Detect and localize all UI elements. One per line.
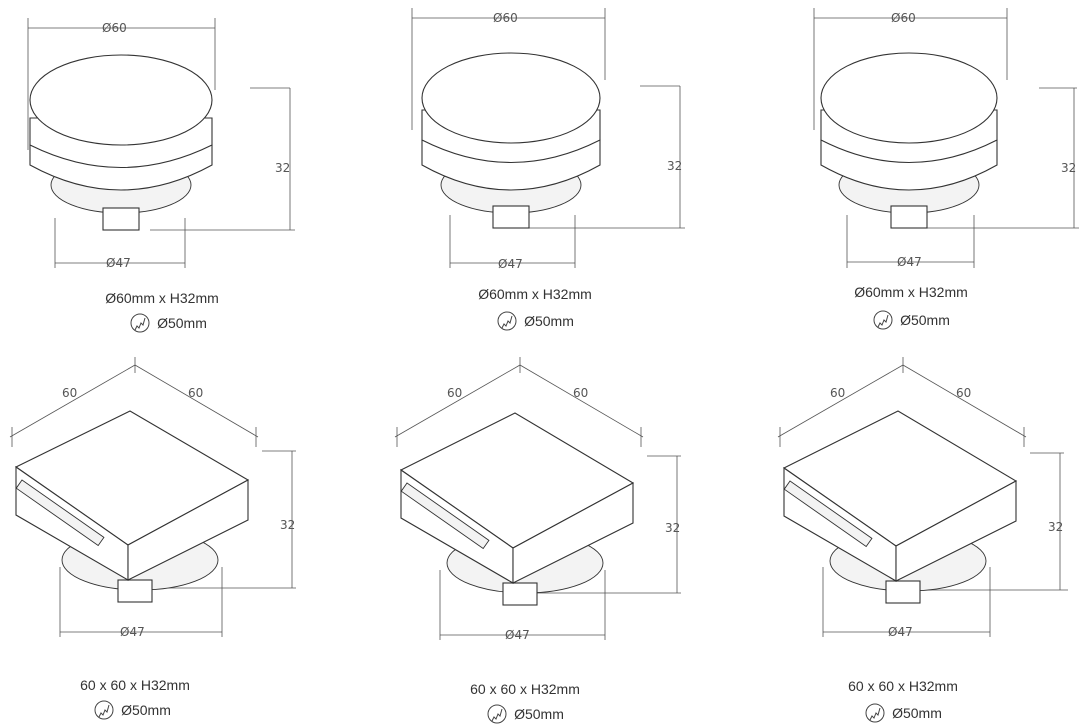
dim-bottom-diameter: Ø47 [888, 625, 913, 639]
dim-bottom-diameter: Ø47 [498, 257, 523, 271]
product-caption: 60 x 60 x H32mm [848, 678, 958, 694]
cutout-size: Ø50mm [0, 699, 312, 721]
cutout-label: Ø50mm [121, 702, 171, 718]
dim-width-right: 60 [188, 386, 203, 400]
dim-bottom-diameter: Ø47 [897, 255, 922, 269]
square-product-1: 60 60 32 Ø47 60 x 60 x H32mm Ø50mm [0, 355, 360, 720]
cutout-label: Ø50mm [514, 706, 564, 722]
dim-width-left: 60 [830, 386, 845, 400]
dim-bottom-diameter: Ø47 [505, 628, 530, 642]
dim-top-diameter: Ø60 [493, 11, 518, 25]
product-caption: Ø60mm x H32mm [854, 284, 968, 300]
product-caption: 60 x 60 x H32mm [470, 681, 580, 697]
hole-saw-icon [94, 700, 114, 720]
round-light-drawing: Ø60 32 Ø47 [411, 8, 685, 271]
dim-height: 32 [1061, 161, 1076, 175]
cutout-label: Ø50mm [524, 313, 574, 329]
square-product-3: 60 60 32 Ø47 60 x 60 x H32mm Ø50mm [768, 355, 1079, 723]
cutout-size: Ø50mm [0, 312, 348, 334]
round-product-1: Ø60 32 Ø47 Ø60mm x H32mm Ø50mm [0, 0, 360, 362]
round-light-drawing: Ø60 32 Ø47 [813, 8, 1079, 269]
dim-height: 32 [275, 161, 290, 175]
round-product-2: Ø60 32 Ø47 Ø60mm x H32mm Ø50mm [360, 0, 720, 362]
dim-height: 32 [665, 521, 680, 535]
square-light-drawing: 60 60 32 Ø47 [777, 357, 1068, 639]
round-product-3: Ø60 32 Ø47 Ø60mm x H32mm Ø50mm [719, 0, 1079, 362]
hole-saw-icon [873, 310, 893, 330]
dim-width-right: 60 [573, 386, 588, 400]
hole-saw-icon [865, 703, 885, 723]
cutout-label: Ø50mm [900, 312, 950, 328]
dim-bottom-diameter: Ø47 [120, 625, 145, 639]
hole-saw-icon [130, 313, 150, 333]
dim-width-right: 60 [956, 386, 971, 400]
cutout-size: Ø50mm [345, 703, 705, 725]
dim-height: 32 [280, 518, 295, 532]
cutout-size: Ø50mm [355, 310, 715, 332]
dim-top-diameter: Ø60 [891, 11, 916, 25]
square-light-drawing: 60 60 32 Ø47 [394, 357, 681, 642]
product-caption: 60 x 60 x H32mm [80, 677, 190, 693]
square-product-2: 60 60 32 Ø47 60 x 60 x H32mm Ø50mm [385, 355, 745, 724]
cutout-size: Ø50mm [731, 309, 1079, 331]
dim-bottom-diameter: Ø47 [106, 256, 131, 270]
dim-height: 32 [1048, 520, 1063, 534]
cutout-size: Ø50mm [723, 702, 1079, 724]
dim-width-left: 60 [62, 386, 77, 400]
cutout-label: Ø50mm [892, 705, 942, 721]
product-caption: Ø60mm x H32mm [105, 290, 219, 306]
hole-saw-icon [497, 311, 517, 331]
dim-top-diameter: Ø60 [102, 21, 127, 35]
dim-width-left: 60 [447, 386, 462, 400]
cutout-label: Ø50mm [157, 315, 207, 331]
product-caption: Ø60mm x H32mm [478, 286, 592, 302]
square-light-drawing: 60 60 32 Ø47 [9, 357, 296, 639]
dim-height: 32 [667, 159, 682, 173]
round-light-drawing: Ø60 32 Ø47 [27, 18, 295, 270]
hole-saw-icon [487, 704, 507, 724]
